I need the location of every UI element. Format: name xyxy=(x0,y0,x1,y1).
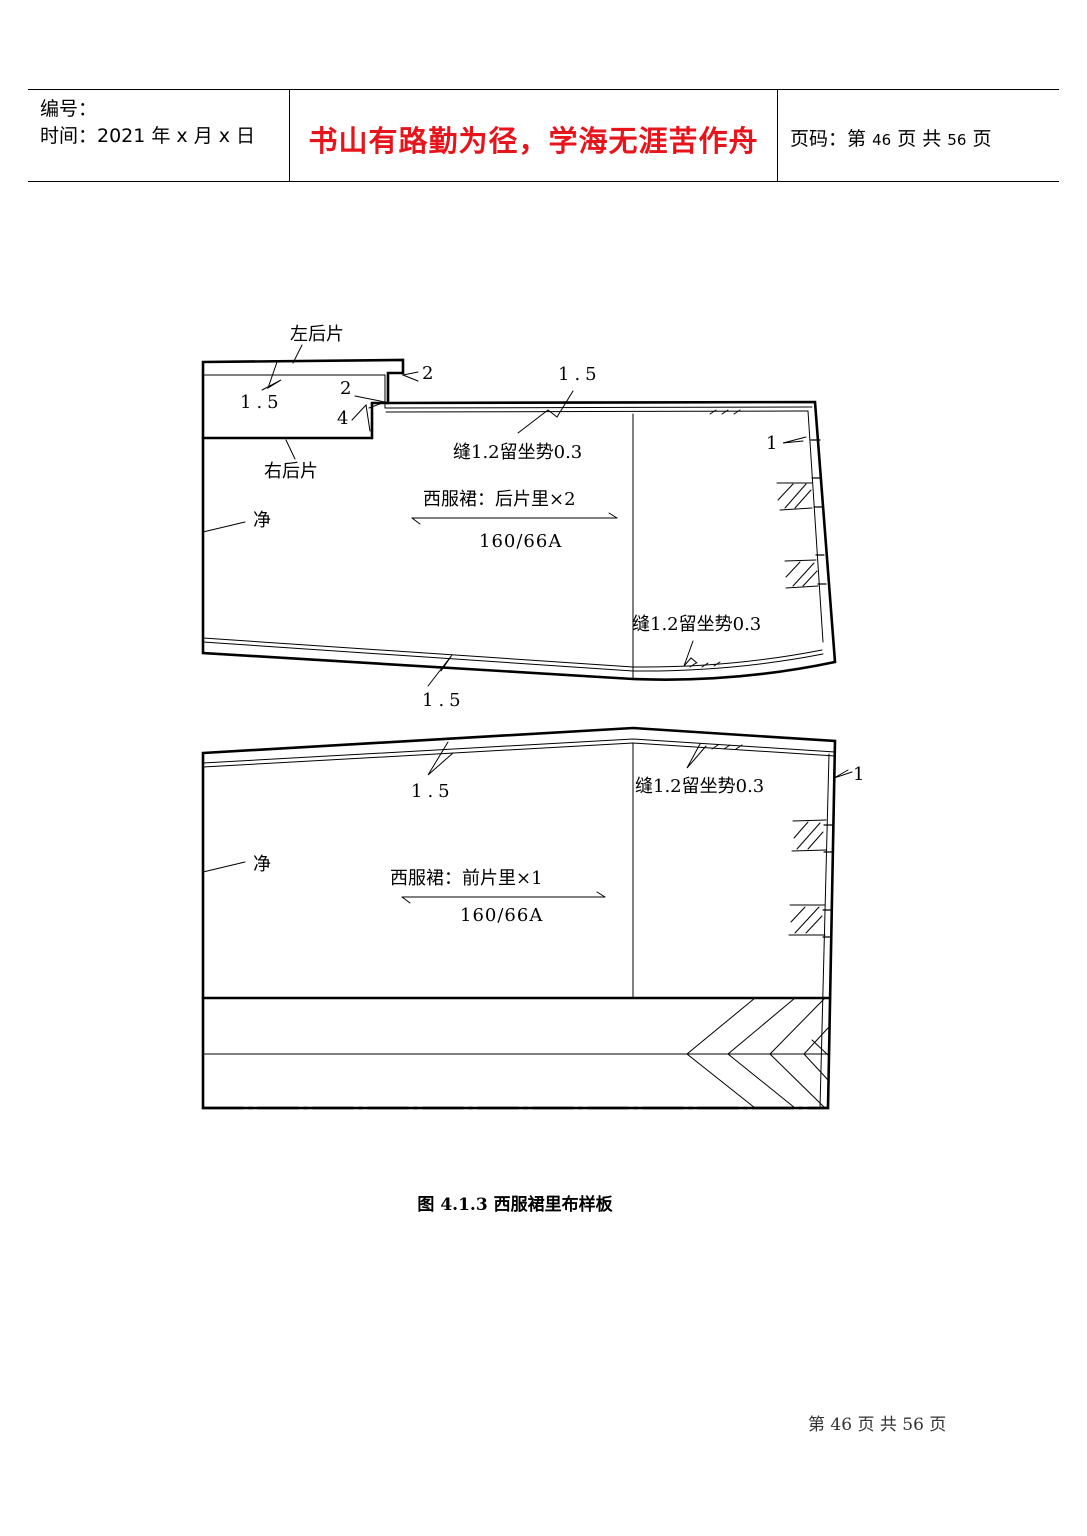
front-piece-title: 西服裙：前片里×1 xyxy=(390,868,543,889)
label-dim-2-notch: 2 xyxy=(340,378,351,399)
page-current: 46 xyxy=(872,131,892,149)
page-header: 编号： 时间：2021 年 x 月 x 日 书山有路勤为径，学海无涯苦作舟 页码… xyxy=(28,89,1059,182)
back-piece-outline xyxy=(201,358,837,681)
back-piece xyxy=(201,344,837,687)
page-total: 56 xyxy=(947,131,967,149)
document-number-label: 编号： xyxy=(40,98,98,120)
label-dim-2-top: 2 xyxy=(422,363,433,384)
label-left-back: 左后片 xyxy=(290,324,344,345)
label-dim-1-5-top: 1.5 xyxy=(558,364,602,385)
label-seam-note-top: 缝1.2留坐势0.3 xyxy=(453,442,582,463)
figure-caption: 图 4.1.3 西服裙里布样板 xyxy=(417,1195,613,1215)
front-piece xyxy=(201,726,853,1110)
page-suffix: 页 xyxy=(972,128,992,150)
back-piece-size: 160/66A xyxy=(479,531,562,552)
label-dim-4-notch: 4 xyxy=(337,408,348,429)
label-dim-1-side: 1 xyxy=(766,433,777,454)
front-piece-outline xyxy=(201,726,837,1110)
label-net-back: 净 xyxy=(253,510,271,531)
page-mid: 页 共 xyxy=(897,128,942,150)
back-piece-title: 西服裙：后片里×2 xyxy=(423,489,576,510)
page-prefix: 页码：第 xyxy=(790,128,867,150)
page-counter: 页码：第 46 页 共 56 页 xyxy=(790,124,991,151)
motto-text: 书山有路勤为径，学海无涯苦作舟 xyxy=(308,124,759,158)
label-front-dim-1: 1 xyxy=(853,764,864,785)
label-dim-1-5-left: 1.5 xyxy=(240,392,284,413)
page-footer: 第 46 页 共 56 页 xyxy=(808,1415,947,1435)
header-page-cell: 页码：第 46 页 共 56 页 xyxy=(778,90,1059,182)
header-motto-cell: 书山有路勤为径，学海无涯苦作舟 xyxy=(290,90,778,182)
label-dim-1-5-bottom: 1.5 xyxy=(422,690,466,711)
document-time: 时间：2021 年 x 月 x 日 xyxy=(40,125,256,147)
label-front-seam-note: 缝1.2留坐势0.3 xyxy=(635,776,764,797)
label-net-front: 净 xyxy=(253,854,271,875)
pattern-drawing: 左后片 右后片 1.5 2 2 4 1.5 1 缝1.2留坐势0.3 净 西服裙… xyxy=(201,324,864,1110)
front-piece-size: 160/66A xyxy=(460,905,543,926)
label-right-back: 右后片 xyxy=(264,461,318,482)
label-front-dim-1-5: 1.5 xyxy=(411,781,455,802)
label-seam-note-right: 缝1.2留坐势0.3 xyxy=(632,614,761,635)
header-info-cell: 编号： 时间：2021 年 x 月 x 日 xyxy=(28,90,290,182)
